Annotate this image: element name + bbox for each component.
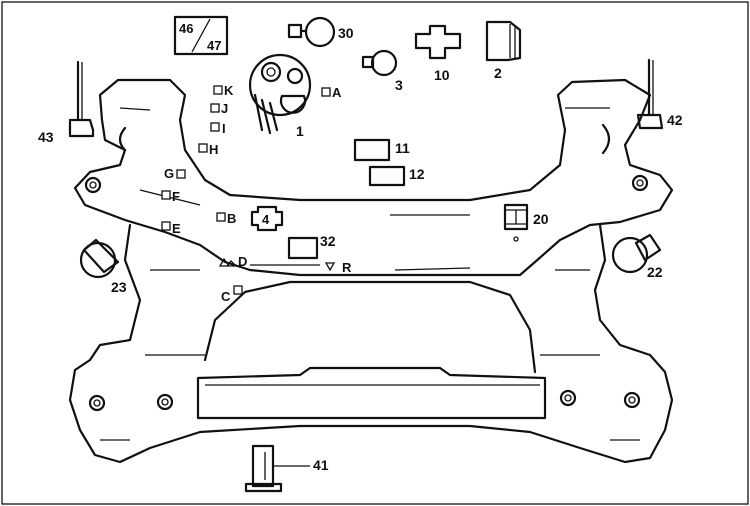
part-2-bushing: 2 [485, 20, 522, 81]
callout-10: 10 [434, 67, 450, 83]
callout-11: 11 [395, 140, 410, 156]
part-23-mount: 23 [79, 238, 127, 295]
marker-D: D [238, 254, 247, 269]
subframe-upper-outline [73, 78, 674, 277]
part-43-post: 43 [38, 60, 95, 145]
part-11-plate: 11 [353, 138, 410, 162]
callout-47: 47 [207, 38, 221, 53]
marker-F: F [172, 189, 180, 204]
part-41-pin: 41 [244, 444, 329, 493]
center-arch [203, 280, 537, 374]
marker-B: B [227, 211, 236, 226]
callout-3: 3 [395, 77, 403, 93]
part-46-47-box: 46 47 [173, 15, 229, 56]
part-42-post: 42 [636, 58, 683, 130]
part-10-cross-fitting: 10 [414, 24, 462, 83]
marker-G: G [164, 166, 174, 181]
callout-30: 30 [338, 25, 354, 41]
callout-1: 1 [296, 123, 304, 139]
mount-holes [84, 174, 649, 412]
callout-2: 2 [494, 65, 502, 81]
part-22-mount: 22 [611, 233, 663, 280]
callout-32: 32 [320, 233, 336, 249]
callout-43: 43 [38, 129, 54, 145]
part-3-cap: 3 [361, 49, 403, 93]
subframe-lower-outline [68, 223, 674, 464]
part-20-spool: 20 [503, 203, 549, 242]
marker-C: C [221, 289, 231, 304]
marker-letters: K J I H A G F E B D C R [161, 83, 352, 304]
front-crossmember [196, 366, 547, 420]
callout-12: 12 [409, 166, 425, 182]
callout-20: 20 [533, 211, 549, 227]
part-4-plate: 4 [250, 205, 284, 232]
right-arm-notch [601, 123, 611, 155]
marker-E: E [172, 221, 181, 236]
marker-H: H [209, 142, 218, 157]
callout-42: 42 [667, 112, 683, 128]
callout-46: 46 [179, 21, 193, 36]
part-32-block: 32 [287, 233, 336, 260]
callout-22: 22 [647, 264, 663, 280]
marker-A: A [332, 85, 342, 100]
marker-J: J [221, 101, 228, 116]
part-30-plug: 30 [287, 16, 354, 48]
callout-4: 4 [262, 212, 270, 227]
callout-23: 23 [111, 279, 127, 295]
left-arm-notch [118, 126, 127, 152]
part-1-cluster: 1 [248, 53, 312, 139]
callout-41: 41 [313, 457, 329, 473]
marker-R: R [342, 260, 352, 275]
part-12-plate: 12 [368, 165, 425, 187]
marker-I: I [222, 121, 226, 136]
frame-surface-lines [100, 107, 640, 441]
marker-K: K [224, 83, 234, 98]
